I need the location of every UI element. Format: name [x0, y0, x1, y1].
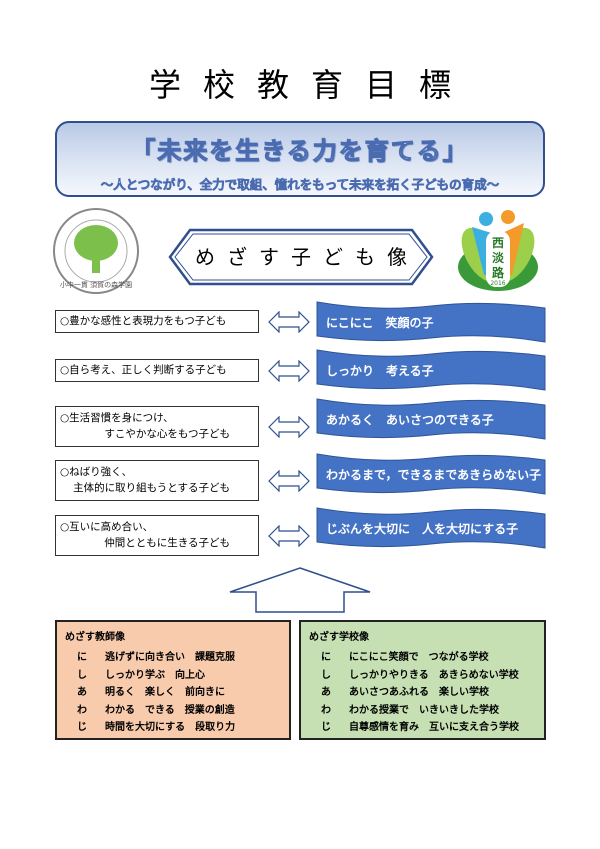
svg-text:淡: 淡: [492, 251, 505, 265]
teacher-item-text: 明るく 楽しく 前向きに: [105, 687, 225, 699]
teacher-item: し しっかり学ぶ 向上心: [65, 665, 281, 683]
logo-right-year: 2016: [490, 280, 505, 287]
child-trait-line: ○生活習慣を身につけ、: [60, 412, 174, 424]
school-item: に にこにこ笑顔で つながる学校: [309, 647, 536, 665]
school-box: めざす学校像 に にこにこ笑顔で つながる学校し しっかりやりきる あきらめない学校…: [299, 620, 546, 740]
teacher-item: じ 時間を大切にする 段取り力: [65, 717, 281, 735]
school-item-text: あいさつあふれる 楽しい学校: [349, 687, 489, 699]
child-trait-box: ○生活習慣を身につけ、すこやかな心をもつ子ども: [55, 406, 259, 447]
school-item-text: にこにこ笑顔で つながる学校: [349, 652, 489, 664]
double-arrow-icon: [268, 359, 310, 382]
teacher-item-text: 時間を大切にする 段取り力: [105, 722, 236, 734]
child-image-ribbon: しっかり 考える子: [316, 348, 546, 392]
child-image-ribbon: にこにこ 笑顔の子: [316, 300, 546, 344]
child-trait-line: ○自ら考え、正しく判断する子ども: [60, 364, 227, 376]
child-trait-box: ○豊かな感性と表現力をもつ子ども: [55, 310, 259, 333]
double-arrow-icon: [268, 415, 310, 438]
teacher-item-key: し: [77, 669, 87, 681]
child-trait-line: ○互いに高め合い、: [60, 521, 154, 533]
teacher-box: めざす教師像 に 逃げずに向き合い 課題克服し しっかり学ぶ 向上心あ 明るく 楽しく…: [55, 620, 291, 740]
child-image-text: しっかり 考える子: [326, 364, 434, 378]
child-trait-line: ○ねばり強く、: [60, 466, 133, 478]
teacher-item-key: じ: [77, 722, 87, 734]
school-item: じ 自尊感情を育み 互いに支え合う学校: [309, 717, 536, 735]
child-image-ribbon: じぶんを大切に 人を大切にする子: [316, 506, 546, 550]
teacher-heading: めざす教師像: [65, 632, 125, 643]
heading-hexagon: めざす子ども像: [168, 228, 434, 286]
goal-sub: ～人とつながり、全力で取組、憧れをもって未来を拓く子どもの育成～: [100, 177, 500, 193]
school-item-key: わ: [321, 704, 331, 716]
child-image-ribbon: あかるく あいさつのできる子: [316, 397, 546, 441]
child-trait-box: ○互いに高め合い、仲間とともに生きる子ども: [55, 515, 259, 556]
teacher-item-text: しっかり学ぶ 向上心: [105, 669, 205, 681]
goal-main: 「未来を生きる力を育てる」: [131, 137, 469, 166]
child-image-text: じぶんを大切に 人を大切にする子: [326, 522, 519, 536]
school-logo-left: 小中一貫 須賀の森学園: [53, 208, 139, 294]
teacher-item: あ 明るく 楽しく 前向きに: [65, 682, 281, 700]
teacher-item: に 逃げずに向き合い 課題克服: [65, 647, 281, 665]
teacher-item: わ わかる できる 授業の創造: [65, 700, 281, 718]
school-item: あ あいさつあふれる 楽しい学校: [309, 682, 536, 700]
teacher-item-key: に: [77, 652, 87, 664]
teacher-item-text: 逃げずに向き合い 課題克服: [105, 652, 235, 664]
child-trait-box: ○自ら考え、正しく判断する子ども: [55, 359, 259, 382]
school-item-text: しっかりやりきる あきらめない学校: [349, 669, 519, 681]
teacher-item-text: わかる できる 授業の創造: [105, 704, 235, 716]
school-item-key: あ: [321, 687, 331, 699]
child-image-ribbon: わかるまで，できるまであきらめない子: [316, 452, 546, 496]
school-heading: めざす学校像: [309, 632, 369, 643]
page-title: 学校教育目標: [148, 66, 473, 104]
teacher-item-key: わ: [77, 704, 87, 716]
up-arrow: [229, 567, 371, 613]
school-item-text: わかる授業で いきいきした学校: [349, 704, 499, 716]
svg-text:路: 路: [492, 265, 505, 280]
child-image-text: あかるく あいさつのできる子: [326, 413, 494, 427]
school-item-key: に: [321, 652, 331, 664]
child-image-text: にこにこ 笑顔の子: [326, 316, 434, 330]
child-trait-line: すこやかな心をもつ子ども: [104, 428, 230, 440]
double-arrow-icon: [268, 310, 310, 333]
double-arrow-icon: [268, 469, 310, 492]
school-item-key: じ: [321, 722, 331, 734]
school-item: わ わかる授業で いきいきした学校: [309, 700, 536, 718]
double-arrow-icon: [268, 524, 310, 547]
school-logo-right: 西 淡 路 2016: [458, 210, 538, 291]
teacher-item-key: あ: [77, 687, 87, 699]
child-image-text: わかるまで，できるまであきらめない子: [326, 468, 542, 482]
goal-banner: 「未来を生きる力を育てる」 ～人とつながり、全力で取組、憧れをもって未来を拓く子…: [55, 121, 545, 197]
svg-text:西: 西: [492, 236, 504, 250]
school-item: し しっかりやりきる あきらめない学校: [309, 665, 536, 683]
child-trait-line: ○豊かな感性と表現力をもつ子ども: [60, 315, 227, 327]
logo-left-sub: 小中一貫 須賀の森学園: [60, 280, 132, 289]
child-trait-line: 仲間とともに生きる子ども: [104, 537, 230, 549]
school-item-key: し: [321, 669, 331, 681]
child-trait-box: ○ねばり強く、主体的に取り組もうとする子ども: [55, 460, 259, 501]
school-item-text: 自尊感情を育み 互いに支え合う学校: [349, 722, 519, 734]
heading-text: めざす子ども像: [195, 245, 419, 269]
child-trait-line: 主体的に取り組もうとする子ども: [73, 482, 230, 494]
